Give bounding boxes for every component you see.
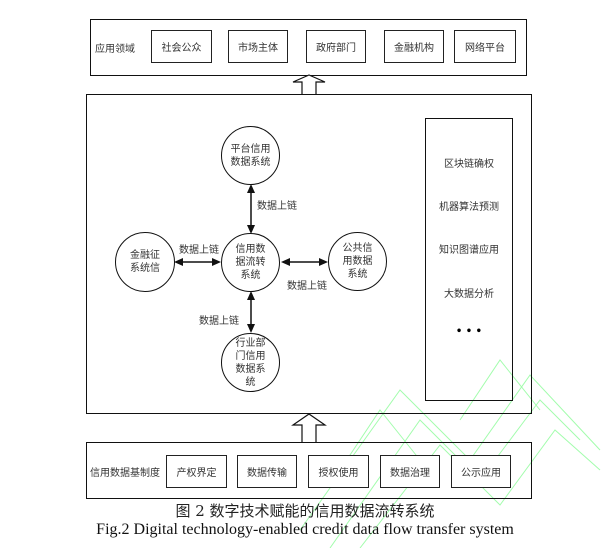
tech-knowledge-graph: 知识图谱应用 bbox=[439, 245, 499, 256]
caption-chinese: 图 2 数字技术赋能的信用数据流转系统 bbox=[175, 502, 435, 520]
edge-bottom-arrowhead-up bbox=[247, 291, 255, 300]
application-item-public: 社会公众 bbox=[151, 30, 212, 63]
node-public-credit-data: 公共信 用数据 系统 bbox=[328, 232, 387, 291]
node-financial-credit-system-label: 金融征 系统信 bbox=[130, 250, 160, 274]
tech-more-ellipsis: • • • bbox=[455, 326, 483, 337]
edge-label-bottom: 数据上链 bbox=[199, 316, 239, 327]
caption-english: Fig.2 Digital technology-enabled credit … bbox=[96, 521, 514, 538]
node-industry-credit-data: 行业部 门信用 数据系 统 bbox=[221, 333, 280, 392]
node-credit-flow-system: 信用数 据流转 系统 bbox=[221, 233, 280, 292]
application-item-market: 市场主体 bbox=[228, 30, 288, 63]
edge-label-left: 数据上链 bbox=[179, 245, 219, 256]
edge-right-arrowhead-left bbox=[281, 258, 290, 266]
institution-item-authorized-use: 授权使用 bbox=[308, 455, 369, 488]
technology-panel bbox=[425, 118, 513, 401]
hollow-up-arrow-top bbox=[292, 74, 326, 94]
institution-item-public-disclosure: 公示应用 bbox=[451, 455, 511, 488]
node-credit-flow-system-label: 信用数 据流转 系统 bbox=[235, 244, 266, 281]
tech-blockchain: 区块链确权 bbox=[444, 159, 494, 170]
application-item-platform: 网络平台 bbox=[454, 30, 516, 63]
application-item-finance: 金融机构 bbox=[384, 30, 444, 63]
hollow-up-arrow-bottom bbox=[291, 413, 327, 442]
edge-right-arrowhead-right bbox=[319, 258, 328, 266]
institution-layer-label: 信用数据基制度 bbox=[90, 468, 160, 479]
edge-label-top: 数据上链 bbox=[257, 201, 297, 212]
edge-top-arrowhead-up bbox=[247, 184, 255, 193]
tech-ml-prediction: 机器算法预测 bbox=[439, 202, 499, 213]
edge-left-arrowhead-left bbox=[174, 258, 183, 266]
application-layer-label: 应用领域 bbox=[95, 44, 135, 55]
node-industry-credit-data-label: 行业部 门信用 数据系 统 bbox=[235, 337, 266, 388]
institution-item-property-rights: 产权界定 bbox=[166, 455, 227, 488]
edge-label-right: 数据上链 bbox=[287, 281, 327, 292]
edge-left-arrowhead-right bbox=[212, 258, 221, 266]
institution-item-data-transfer: 数据传输 bbox=[237, 455, 297, 488]
node-platform-credit-data-label: 平台信用 数据系统 bbox=[230, 143, 271, 168]
node-platform-credit-data: 平台信用 数据系统 bbox=[221, 126, 280, 185]
tech-big-data: 大数据分析 bbox=[444, 289, 494, 300]
institution-item-data-governance: 数据治理 bbox=[380, 455, 440, 488]
institution-layer bbox=[86, 442, 532, 499]
edge-bottom-arrowhead-down bbox=[247, 324, 255, 333]
node-financial-credit-system: 金融征 系统信 bbox=[115, 232, 175, 292]
edge-top-arrowhead-down bbox=[247, 225, 255, 234]
node-public-credit-data-label: 公共信 用数据 系统 bbox=[342, 243, 373, 280]
application-item-government: 政府部门 bbox=[306, 30, 366, 63]
